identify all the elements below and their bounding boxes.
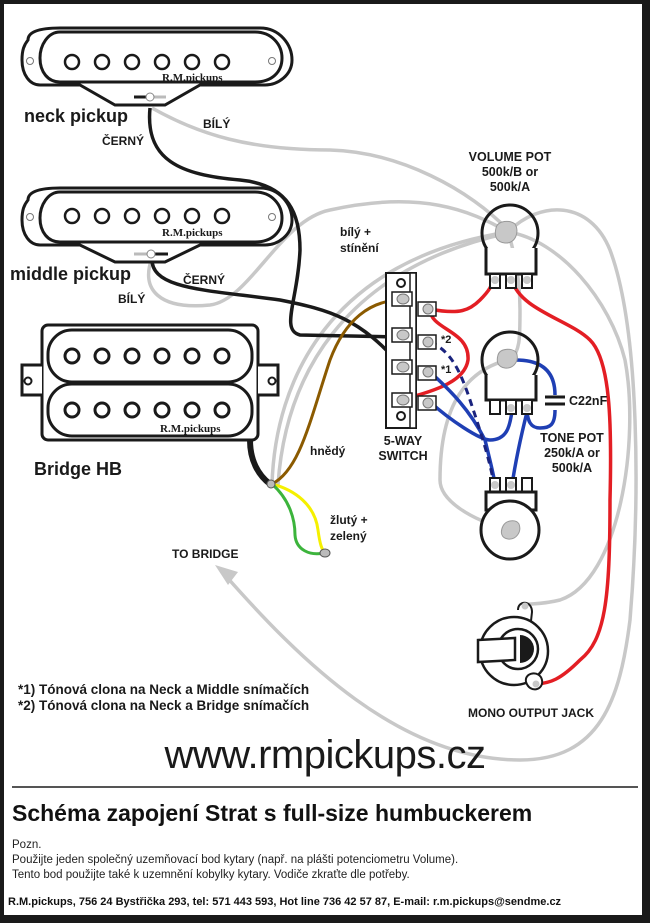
bridge-shield-wire-1: [270, 230, 509, 486]
switch-jumper-wire: [399, 308, 470, 402]
volume-pot: [480, 203, 540, 289]
neck-brand-logo: R.M.pickups: [162, 72, 223, 84]
capacitor-c22nf: [545, 395, 565, 406]
bridge-shield-wire-2: [276, 231, 509, 486]
bridge-yg-wire-label-2: zelený: [330, 529, 367, 543]
volume-pot-value-2: 500k/A: [489, 180, 531, 194]
bridge-pickup-label: Bridge HB: [34, 459, 123, 479]
remarks-line-1: Použijte jeden společný uzemňovací bod k…: [12, 854, 459, 866]
tone-pot-value-2: 500k/A: [551, 461, 593, 475]
remarks: Pozn. Použijte jeden společný uzemňovací…: [12, 838, 458, 883]
switch2-dashed-wire: [429, 340, 496, 486]
switch-to-volume-wire: [429, 279, 495, 314]
tone-solder-point: [496, 348, 518, 369]
bridge-pole-pieces: [63, 347, 231, 419]
neck-pole-pieces: [63, 53, 231, 71]
switch-label: 5-WAY SWITCH: [372, 434, 434, 464]
to-bridge-ground-wire: [223, 208, 638, 762]
remarks-heading: Pozn.: [12, 839, 42, 851]
middle-pole-pieces: [63, 207, 231, 225]
note-2: *2) Tónová clona na Neck a Bridge snímač…: [18, 698, 310, 713]
cap-to-tone-wire: [525, 409, 557, 430]
middle-black-wire-label: ČERNÝ: [183, 273, 226, 287]
to-bridge-arrow-icon: [215, 565, 238, 585]
bridge-green-wire: [270, 482, 325, 556]
diagram-sheet: [4, 4, 642, 915]
neck-black-wire-label: ČERNÝ: [102, 134, 145, 148]
middle-white-wire: [146, 200, 509, 308]
to-bridge-label: TO BRIDGE: [172, 547, 239, 561]
switch-title-1: 5-WAY: [383, 434, 423, 448]
white-shield-label-1: bílý +: [340, 225, 372, 239]
tone-pot-title: TONE POT: [540, 431, 604, 445]
neck-pickup-label: neck pickup: [24, 106, 129, 126]
switch-to-tone-wire: [428, 400, 514, 442]
contact-footer: R.M.pickups, 756 24 Bystřička 293, tel: …: [8, 896, 562, 908]
bridge-junction: [266, 479, 276, 489]
remarks-line-2: Tento bod použijte také k uzemnění kobyl…: [12, 869, 410, 881]
capacitor-label: C22nF: [569, 394, 608, 408]
bridge-yg-wire-label-1: žlutý +: [330, 513, 368, 527]
middle-black-wire: [150, 257, 404, 369]
mono-output-jack: [476, 601, 550, 691]
volume-pot-title: VOLUME POT: [468, 150, 552, 164]
bridge-brown-wire: [271, 298, 403, 486]
page-title: Schéma zapojení Strat s full-size humbuc…: [12, 800, 533, 826]
neck-pickup: [20, 26, 294, 107]
bridge-ground-lug: [319, 548, 331, 558]
bridge-brand-logo: R.M.pickups: [160, 423, 221, 435]
middle-pickup-label: middle pickup: [10, 264, 132, 284]
ground-wires: [146, 106, 638, 762]
middle-pickup: [20, 186, 294, 264]
tone-pot-value-1: 250k/A or: [544, 446, 600, 460]
five-way-switch: [385, 272, 437, 429]
jack-ground-wire: [507, 230, 632, 607]
volume-pot-label: VOLUME POT 500k/B or 500k/A: [458, 150, 562, 195]
bridge-brown-wire-label: hnědý: [310, 444, 346, 458]
note-1: *1) Tónová clona na Neck a Middle snímač…: [18, 682, 310, 697]
website-url[interactable]: www.rmpickups.cz: [164, 733, 486, 777]
jack-label: MONO OUTPUT JACK: [468, 706, 594, 720]
switch-title-2: SWITCH: [378, 449, 428, 463]
neck-white-wire: [151, 106, 510, 232]
bridge-humbucker: [20, 323, 280, 442]
volume-to-jack-wire: [510, 279, 613, 686]
white-shield-label-2: stínění: [340, 241, 379, 255]
marker-1: *1: [441, 364, 452, 376]
tone-pot-label: TONE POT 250k/A or 500k/A: [527, 431, 617, 476]
notes-block: *1) Tónová clona na Neck a Middle snímač…: [18, 682, 309, 714]
bridge-cable: [247, 439, 272, 487]
tone-to-tone2-ground: [438, 358, 511, 532]
neck-white-wire-label: BÍLÝ: [203, 117, 231, 131]
tone-pot: [480, 330, 540, 415]
middle-white-wire-label: BÍLÝ: [118, 292, 146, 306]
middle-brand-logo: R.M.pickups: [162, 227, 223, 239]
divider: [12, 786, 638, 788]
tone-pot-2: [479, 477, 541, 561]
marker-2: *2: [441, 334, 452, 346]
volume-solder-point: [494, 220, 518, 244]
tone-to-tone2-wire: [510, 411, 529, 486]
volume-pot-value-1: 500k/B or: [481, 165, 539, 179]
tone-to-cap-wire: [515, 358, 557, 396]
